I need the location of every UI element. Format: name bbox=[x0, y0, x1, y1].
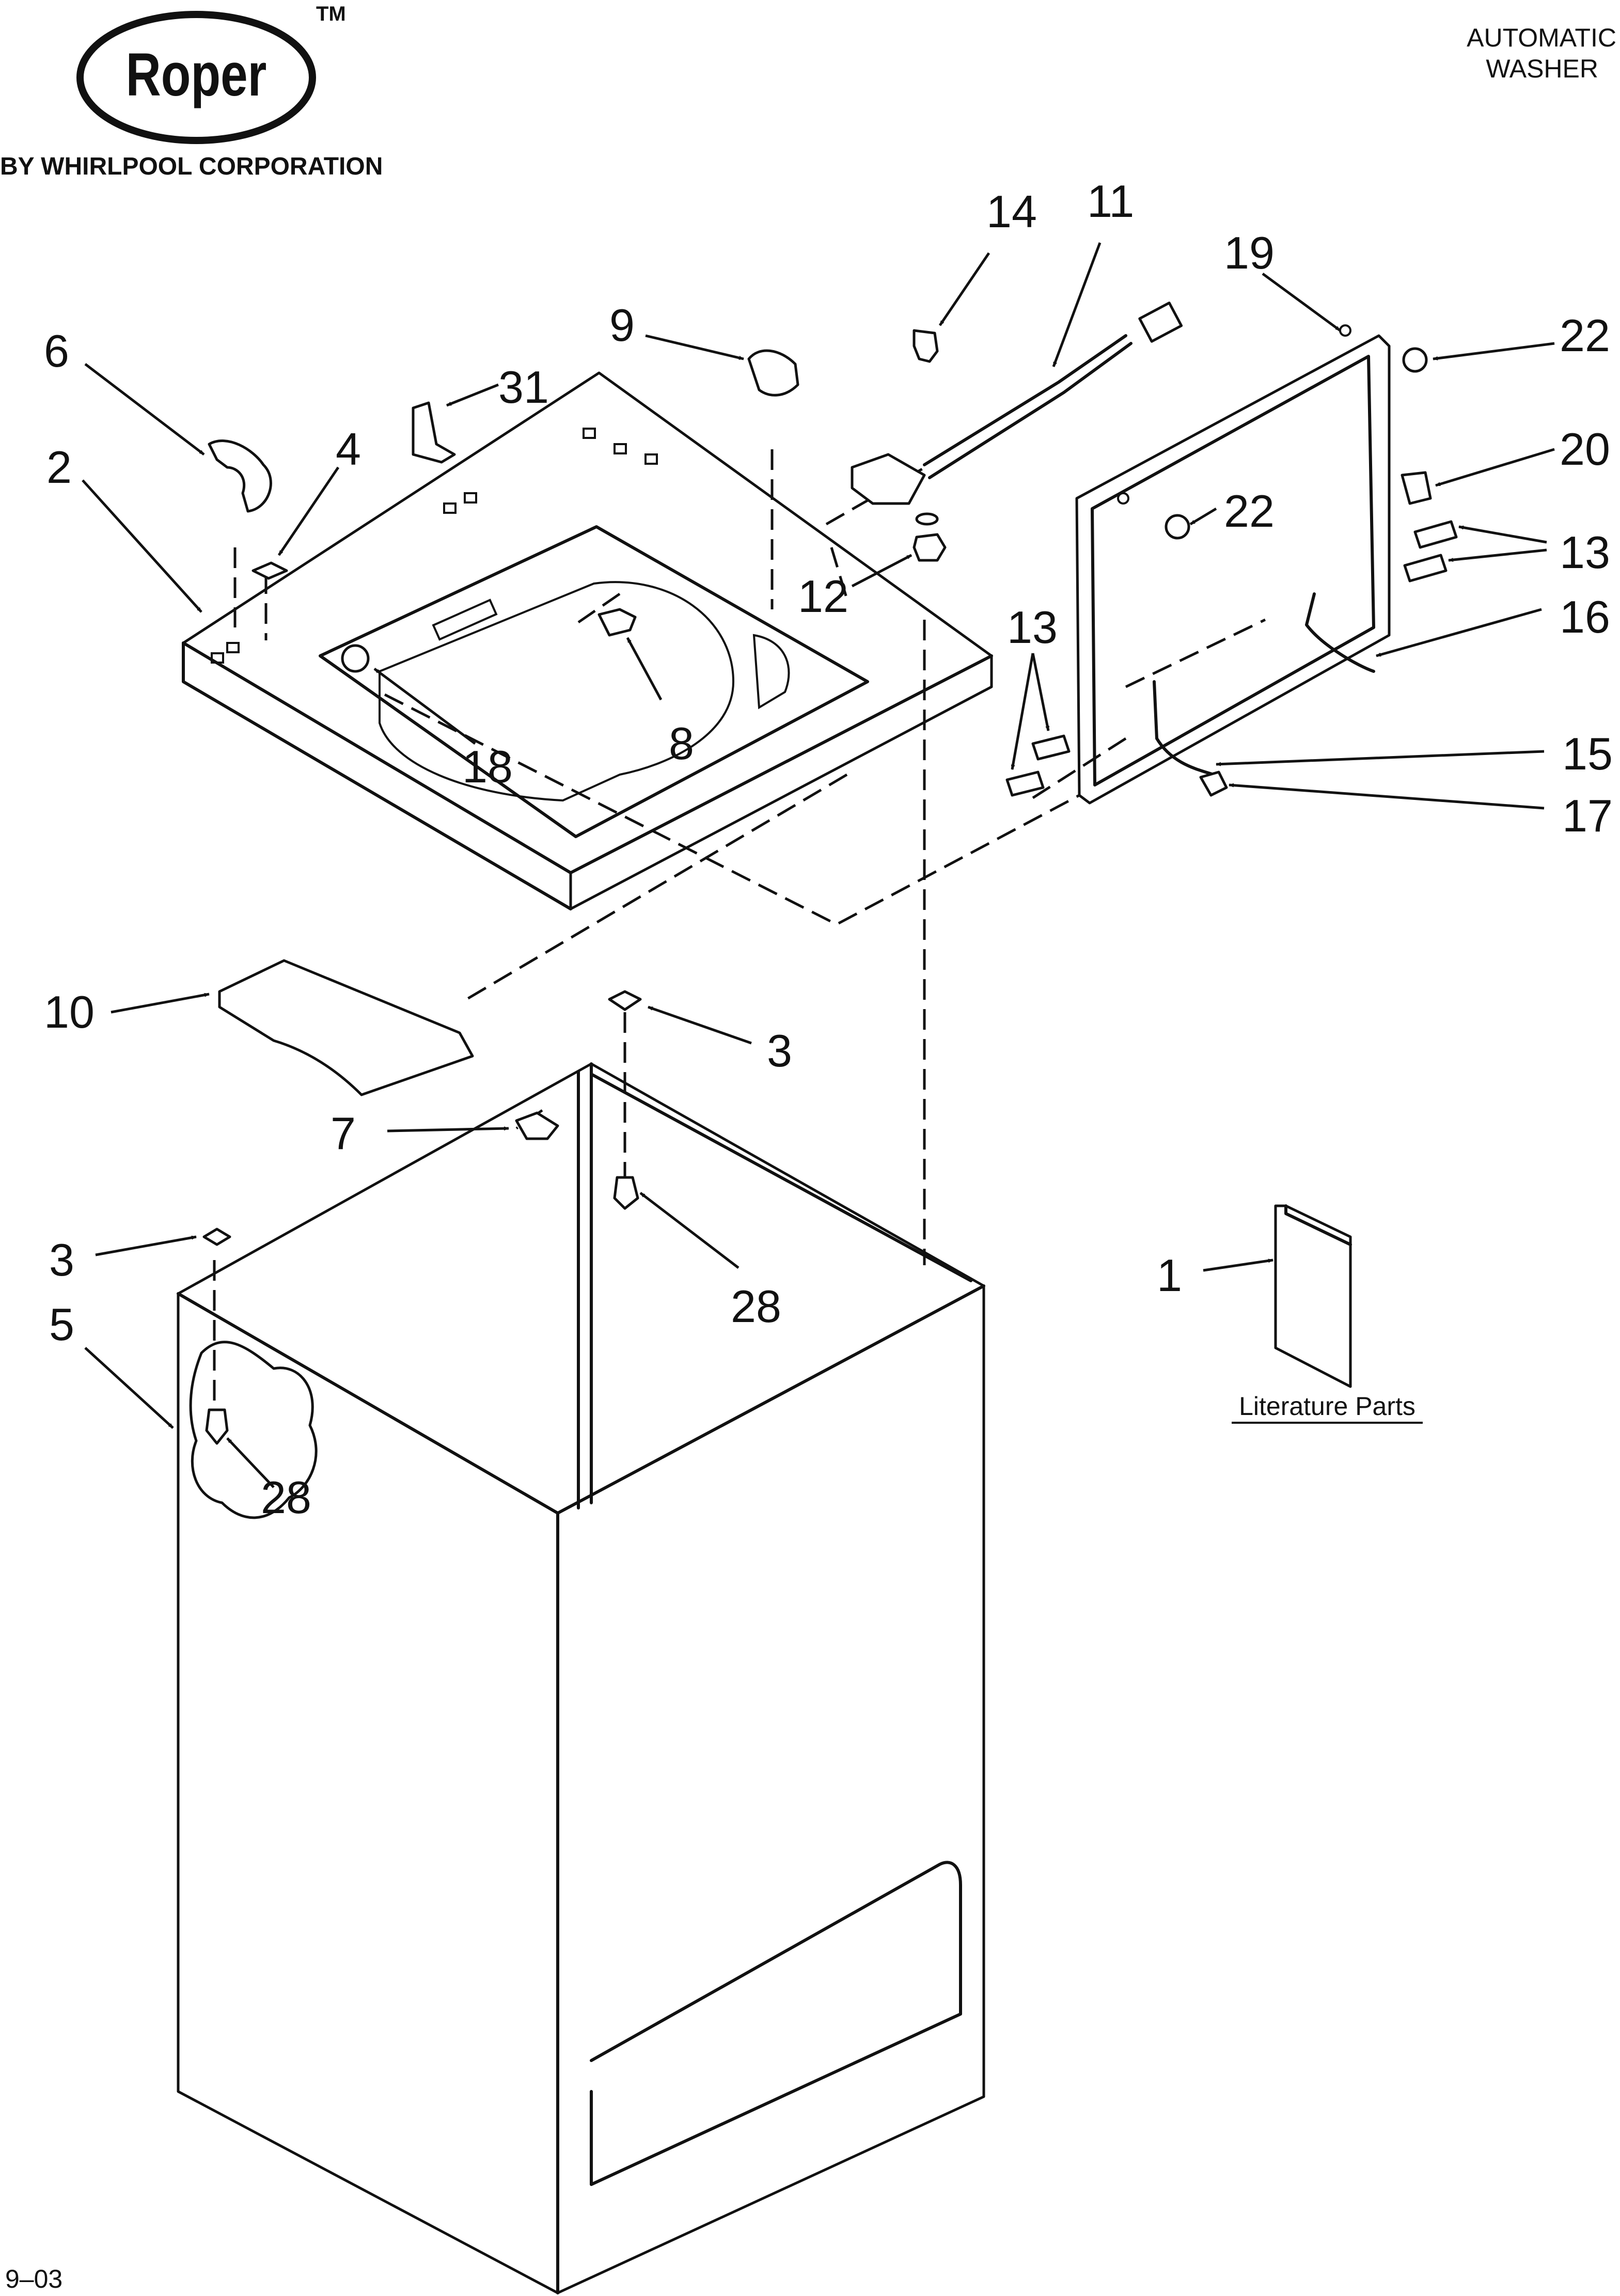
callout-13-left: 13 bbox=[1007, 602, 1058, 653]
cabinet bbox=[177, 1062, 985, 2294]
assembly-lines bbox=[213, 449, 1266, 1405]
callout-20: 20 bbox=[1560, 423, 1610, 475]
clip-part-3a bbox=[608, 990, 642, 1011]
callout-5: 5 bbox=[49, 1299, 74, 1350]
subbrand-text: BY WHIRLPOOL CORPORATION bbox=[0, 153, 383, 180]
callout-28-left: 28 bbox=[261, 1472, 311, 1523]
screw-part bbox=[913, 329, 939, 363]
literature-booklet bbox=[1274, 1204, 1352, 1388]
callout-11: 11 bbox=[1087, 176, 1134, 227]
console-frame bbox=[1075, 324, 1391, 805]
screw-part-13a bbox=[1413, 520, 1458, 549]
callout-15: 15 bbox=[1562, 728, 1613, 779]
screw-part-28b bbox=[205, 1408, 229, 1445]
screw-part-7 bbox=[515, 1111, 559, 1140]
date-code: 9–03 bbox=[5, 2264, 62, 2293]
callout-22-mid: 22 bbox=[1224, 485, 1275, 537]
screw-part-28a bbox=[613, 1176, 639, 1210]
callout-13-right: 13 bbox=[1560, 527, 1610, 578]
screw-part-8 bbox=[597, 608, 637, 637]
hinge-pin-part bbox=[341, 644, 370, 673]
spring-clip-part bbox=[251, 561, 288, 580]
title-line-1: AUTOMATIC bbox=[1467, 23, 1616, 52]
callout-7: 7 bbox=[331, 1108, 356, 1159]
callout-9: 9 bbox=[609, 300, 635, 351]
callout-14: 14 bbox=[986, 186, 1037, 237]
callout-12: 12 bbox=[798, 571, 848, 622]
switch-part-20 bbox=[1401, 471, 1432, 505]
callout-4: 4 bbox=[336, 423, 361, 475]
callout-10: 10 bbox=[44, 986, 95, 1037]
callout-31: 31 bbox=[498, 361, 549, 413]
literature-parts-label: Literature Parts bbox=[1239, 1392, 1415, 1421]
knob-part-22b bbox=[1165, 514, 1190, 540]
hose-part-16 bbox=[1305, 592, 1375, 673]
leader-lines bbox=[82, 242, 1555, 1488]
title-line-2: WASHER bbox=[1486, 54, 1598, 83]
callout-numbers: 6 2 4 31 9 14 11 19 22 20 22 13 16 13 12… bbox=[44, 176, 1613, 1523]
callout-3-left: 3 bbox=[49, 1234, 74, 1285]
callout-22-top: 22 bbox=[1560, 310, 1610, 361]
callout-16: 16 bbox=[1560, 591, 1610, 642]
grommet-part-17 bbox=[1199, 770, 1228, 797]
small-parts bbox=[202, 301, 1458, 1445]
nut-part bbox=[913, 533, 947, 562]
callout-6: 6 bbox=[44, 325, 69, 376]
screw-part-13d bbox=[1005, 770, 1045, 797]
callout-17: 17 bbox=[1562, 790, 1613, 841]
lid-switch-harness-part bbox=[851, 453, 926, 505]
lid-bumper-part bbox=[747, 349, 799, 397]
brand-name: Roper bbox=[126, 40, 267, 109]
trademark-mark: TM bbox=[316, 3, 346, 25]
hinge-clip-part bbox=[208, 439, 272, 513]
callout-3-center: 3 bbox=[767, 1025, 792, 1076]
hose-part-15 bbox=[1153, 680, 1215, 776]
lid-switch-bracket-part bbox=[412, 401, 456, 464]
washer-part bbox=[915, 512, 939, 526]
callout-19: 19 bbox=[1224, 227, 1275, 278]
callout-1: 1 bbox=[1157, 1250, 1182, 1301]
callout-8: 8 bbox=[669, 718, 694, 769]
callout-18: 18 bbox=[462, 741, 513, 792]
clip-part-3b bbox=[202, 1228, 231, 1246]
screw-part-13b bbox=[1403, 554, 1448, 583]
knob-part-22a bbox=[1402, 347, 1428, 373]
callout-2: 2 bbox=[46, 442, 72, 493]
rear-bracket-part bbox=[218, 959, 474, 1096]
callout-28-center: 28 bbox=[731, 1281, 781, 1332]
top-cover bbox=[182, 371, 993, 910]
roper-logo: Roper TM bbox=[76, 3, 346, 144]
screw-part-13c bbox=[1031, 734, 1071, 761]
